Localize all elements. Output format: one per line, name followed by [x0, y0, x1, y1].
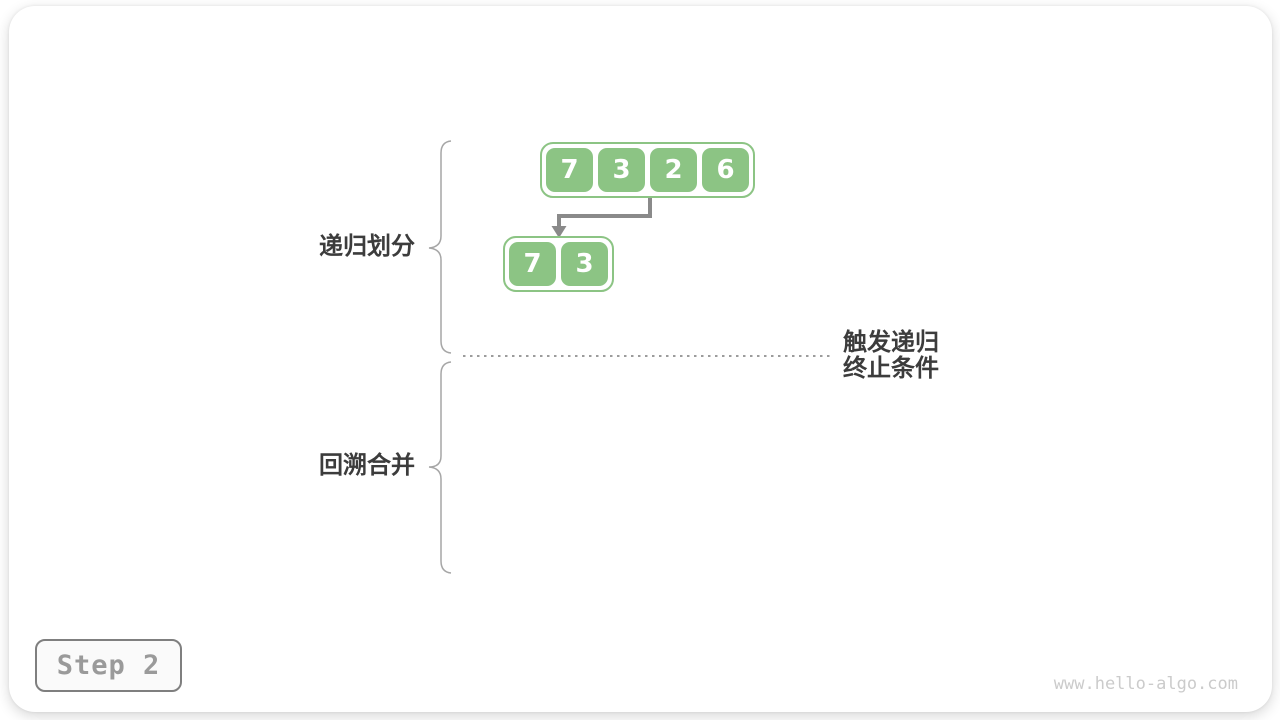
label-termination-condition: 触发递归 终止条件 — [843, 330, 939, 382]
watermark: www.hello-algo.com — [1053, 674, 1238, 694]
array-cell: 3 — [561, 242, 608, 286]
array-cell: 7 — [546, 148, 593, 192]
termination-line-1: 触发递归 — [843, 329, 939, 356]
array-cell: 6 — [702, 148, 749, 192]
step-badge: Step 2 — [35, 639, 182, 692]
termination-line-2: 终止条件 — [843, 355, 939, 382]
label-recursive-divide: 递归划分 — [319, 233, 415, 260]
array-cell: 2 — [650, 148, 697, 192]
array-cell: 7 — [509, 242, 556, 286]
figure-card — [9, 6, 1272, 712]
array-cell: 3 — [598, 148, 645, 192]
label-backtrack-merge: 回溯合并 — [319, 452, 415, 479]
